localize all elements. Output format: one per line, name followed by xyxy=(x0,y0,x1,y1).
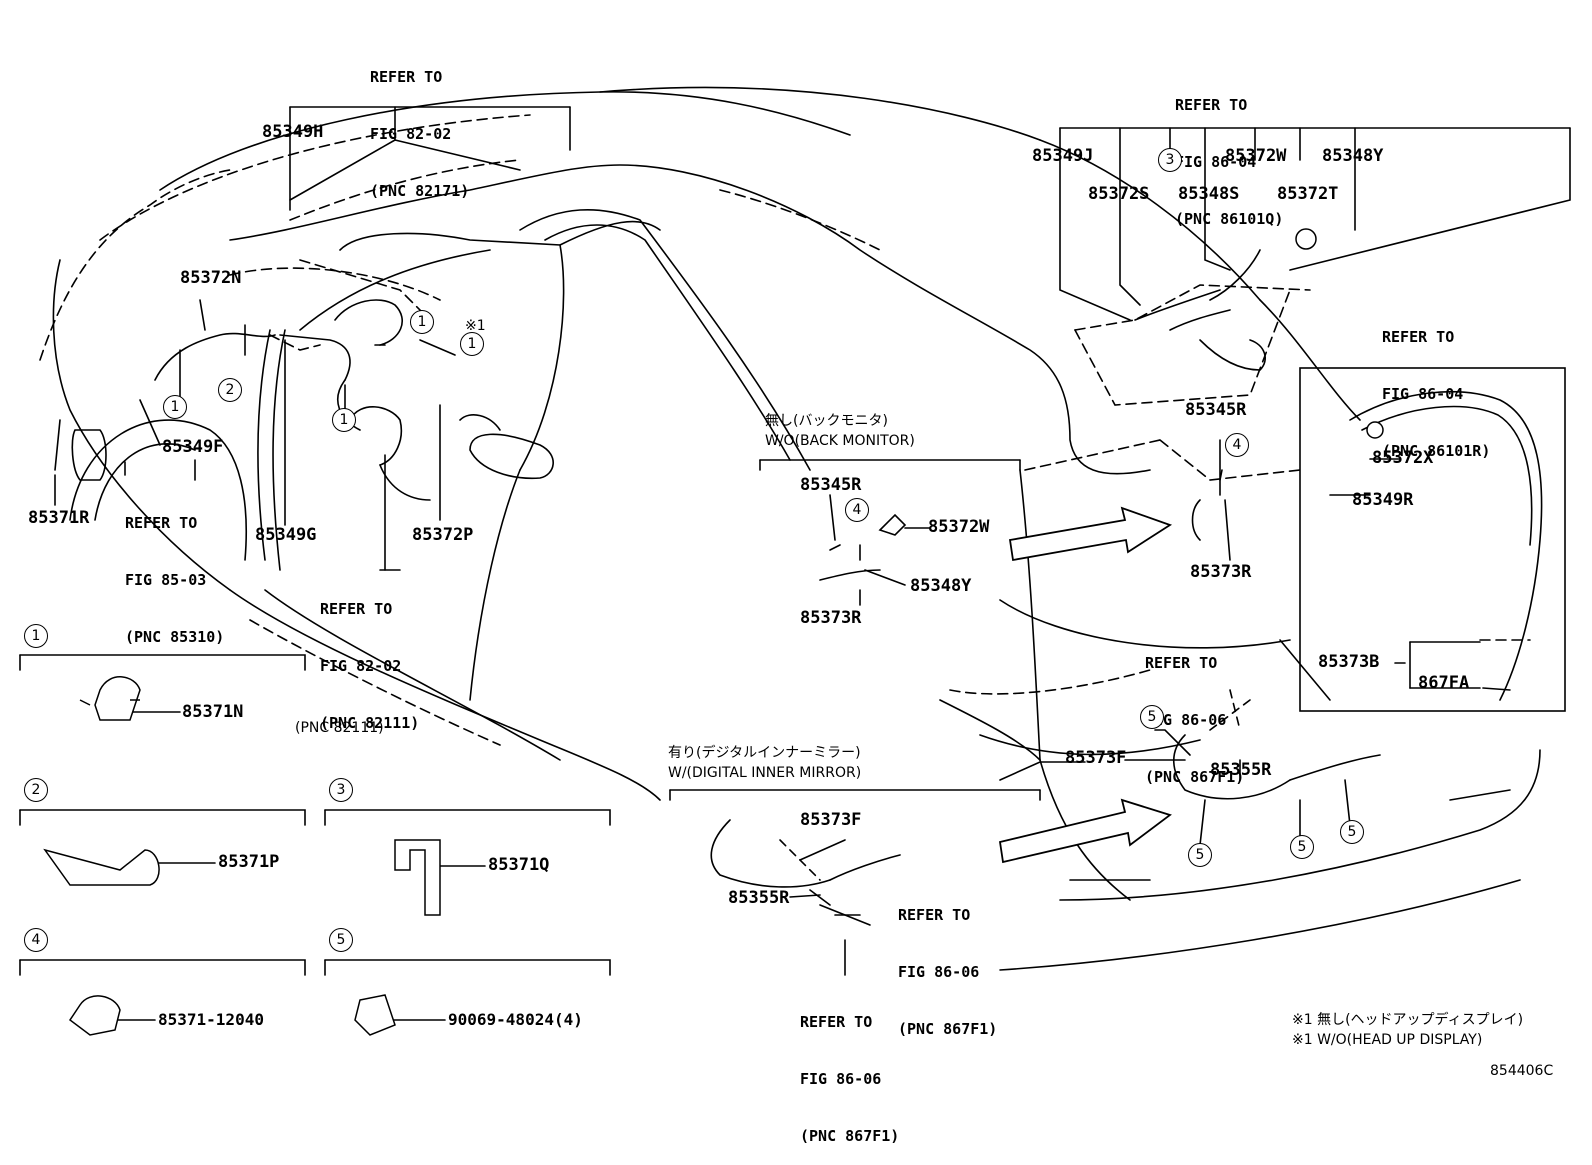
diagram-linework xyxy=(19,86,1571,1036)
parts-diagram: REFER TO FIG 82-02 (PNC 82171) REFER TO … xyxy=(19,30,1571,1145)
refer-block-86101r: REFER TO FIG 86-04 (PNC 86101R) xyxy=(1382,290,1490,480)
refer-line: (PNC 82111) xyxy=(320,714,420,732)
part-label: 85373F xyxy=(800,810,862,830)
callout-3: 3 xyxy=(1158,148,1182,172)
part-label: 85348Y xyxy=(1322,146,1384,166)
refer-line: FIG 86-06 xyxy=(800,1070,882,1088)
part-label: 85372W xyxy=(928,517,990,537)
footnote-jp: ※1 無し(ヘッドアップディスプレイ) xyxy=(1292,1012,1524,1028)
callout-1: 1 xyxy=(410,310,434,334)
callout-5: 5 xyxy=(1140,705,1164,729)
inset-title-en: W/O(BACK MONITOR) xyxy=(765,433,915,449)
refer-block-82111: REFER TO FIG 82-02 (PNC 82111) xyxy=(320,562,419,752)
callout-4: 4 xyxy=(845,498,869,522)
part-label: 85373B xyxy=(1318,652,1380,672)
inset-title-en: W/(DIGITAL INNER MIRROR) xyxy=(668,765,862,781)
callout-5: 5 xyxy=(1340,820,1364,844)
refer-block-85310: REFER TO FIG 85-03 (PNC 85310) xyxy=(125,476,224,666)
part-label: 85373F xyxy=(1065,748,1127,768)
refer-block-86101q: REFER TO FIG 86-04 (PNC 86101Q) xyxy=(1175,58,1283,248)
callout-1: 1 xyxy=(460,332,484,356)
callout-1: 1 xyxy=(332,408,356,432)
refer-line: FIG 82-02 xyxy=(320,657,402,675)
refer-line: REFER TO xyxy=(898,906,971,924)
part-label: 85372T xyxy=(1277,184,1339,204)
legend-callout-1: 1 xyxy=(24,624,48,648)
part-label: 85371Q xyxy=(488,855,550,875)
refer-line: (PNC 867F1) xyxy=(800,1127,900,1145)
inset-title-jp: 無し(バックモニタ) xyxy=(765,413,888,429)
part-label: 85349G xyxy=(255,525,317,545)
pnc-note: (PNC 82111) xyxy=(295,720,384,736)
part-label: 85349R xyxy=(1352,490,1414,510)
figure-code: 854406C xyxy=(1490,1063,1554,1079)
refer-line: REFER TO xyxy=(800,1013,873,1031)
legend-callout-2: 2 xyxy=(24,778,48,802)
refer-block-82171: REFER TO FIG 82-02 (PNC 82171) xyxy=(370,30,469,220)
refer-line: (PNC 867F1) xyxy=(898,1020,998,1038)
legend-callout-4: 4 xyxy=(24,928,48,952)
part-label: 85348Y xyxy=(910,576,972,596)
part-label: 85355R xyxy=(1210,760,1272,780)
callout-5: 5 xyxy=(1188,843,1212,867)
part-label: 85372X xyxy=(1372,448,1434,468)
part-label: 85372N xyxy=(180,268,242,288)
part-label: 85349H xyxy=(262,122,324,142)
inset-title-jp: 有り(デジタルインナーミラー) xyxy=(668,745,861,761)
refer-line: FIG 82-02 xyxy=(370,125,452,143)
refer-line: (PNC 86101Q) xyxy=(1175,210,1284,228)
callout-5: 5 xyxy=(1290,835,1314,859)
refer-line: REFER TO xyxy=(370,68,443,86)
refer-line: REFER TO xyxy=(125,514,198,532)
part-label: 85345R xyxy=(800,475,862,495)
refer-line: (PNC 85310) xyxy=(125,628,225,646)
refer-line: FIG 86-04 xyxy=(1382,385,1464,403)
part-label: 85371N xyxy=(182,702,244,722)
part-label: 867FA xyxy=(1418,673,1470,693)
part-label: 85372S xyxy=(1088,184,1150,204)
part-label: 85345R xyxy=(1185,400,1247,420)
part-label: 85349F xyxy=(162,437,224,457)
part-label: 90069-48024(4) xyxy=(448,1010,583,1029)
refer-line: (PNC 86101R) xyxy=(1382,442,1491,460)
refer-line: (PNC 867F1) xyxy=(1145,768,1245,786)
legend-callout-5: 5 xyxy=(329,928,353,952)
star-note: ※1 xyxy=(465,318,486,334)
refer-line: (PNC 82171) xyxy=(370,182,470,200)
refer-line: REFER TO xyxy=(1175,96,1248,114)
refer-line: FIG 86-06 xyxy=(898,963,980,981)
part-label: 85349J xyxy=(1032,146,1094,166)
part-label: 85371P xyxy=(218,852,280,872)
part-label: 85371-12040 xyxy=(158,1010,264,1029)
part-label: 85348S xyxy=(1178,184,1240,204)
refer-line: REFER TO xyxy=(320,600,393,618)
callout-1: 1 xyxy=(163,395,187,419)
callout-4: 4 xyxy=(1225,433,1249,457)
refer-line: REFER TO xyxy=(1382,328,1455,346)
refer-line: REFER TO xyxy=(1145,654,1218,672)
footnote-en: ※1 W/O(HEAD UP DISPLAY) xyxy=(1292,1032,1483,1048)
refer-block-867f1-b: REFER TO FIG 86-06 (PNC 867F1) xyxy=(898,868,997,1058)
part-label: 85371R xyxy=(28,508,90,528)
part-label: 85372P xyxy=(412,525,474,545)
part-label: 85372W xyxy=(1225,146,1287,166)
callout-2: 2 xyxy=(218,378,242,402)
part-label: 85355R xyxy=(728,888,790,908)
legend-callout-3: 3 xyxy=(329,778,353,802)
part-label: 85373R xyxy=(1190,562,1252,582)
refer-block-867f1-c: REFER TO FIG 86-06 (PNC 867F1) xyxy=(800,975,899,1165)
refer-line: FIG 85-03 xyxy=(125,571,207,589)
part-label: 85373R xyxy=(800,608,862,628)
